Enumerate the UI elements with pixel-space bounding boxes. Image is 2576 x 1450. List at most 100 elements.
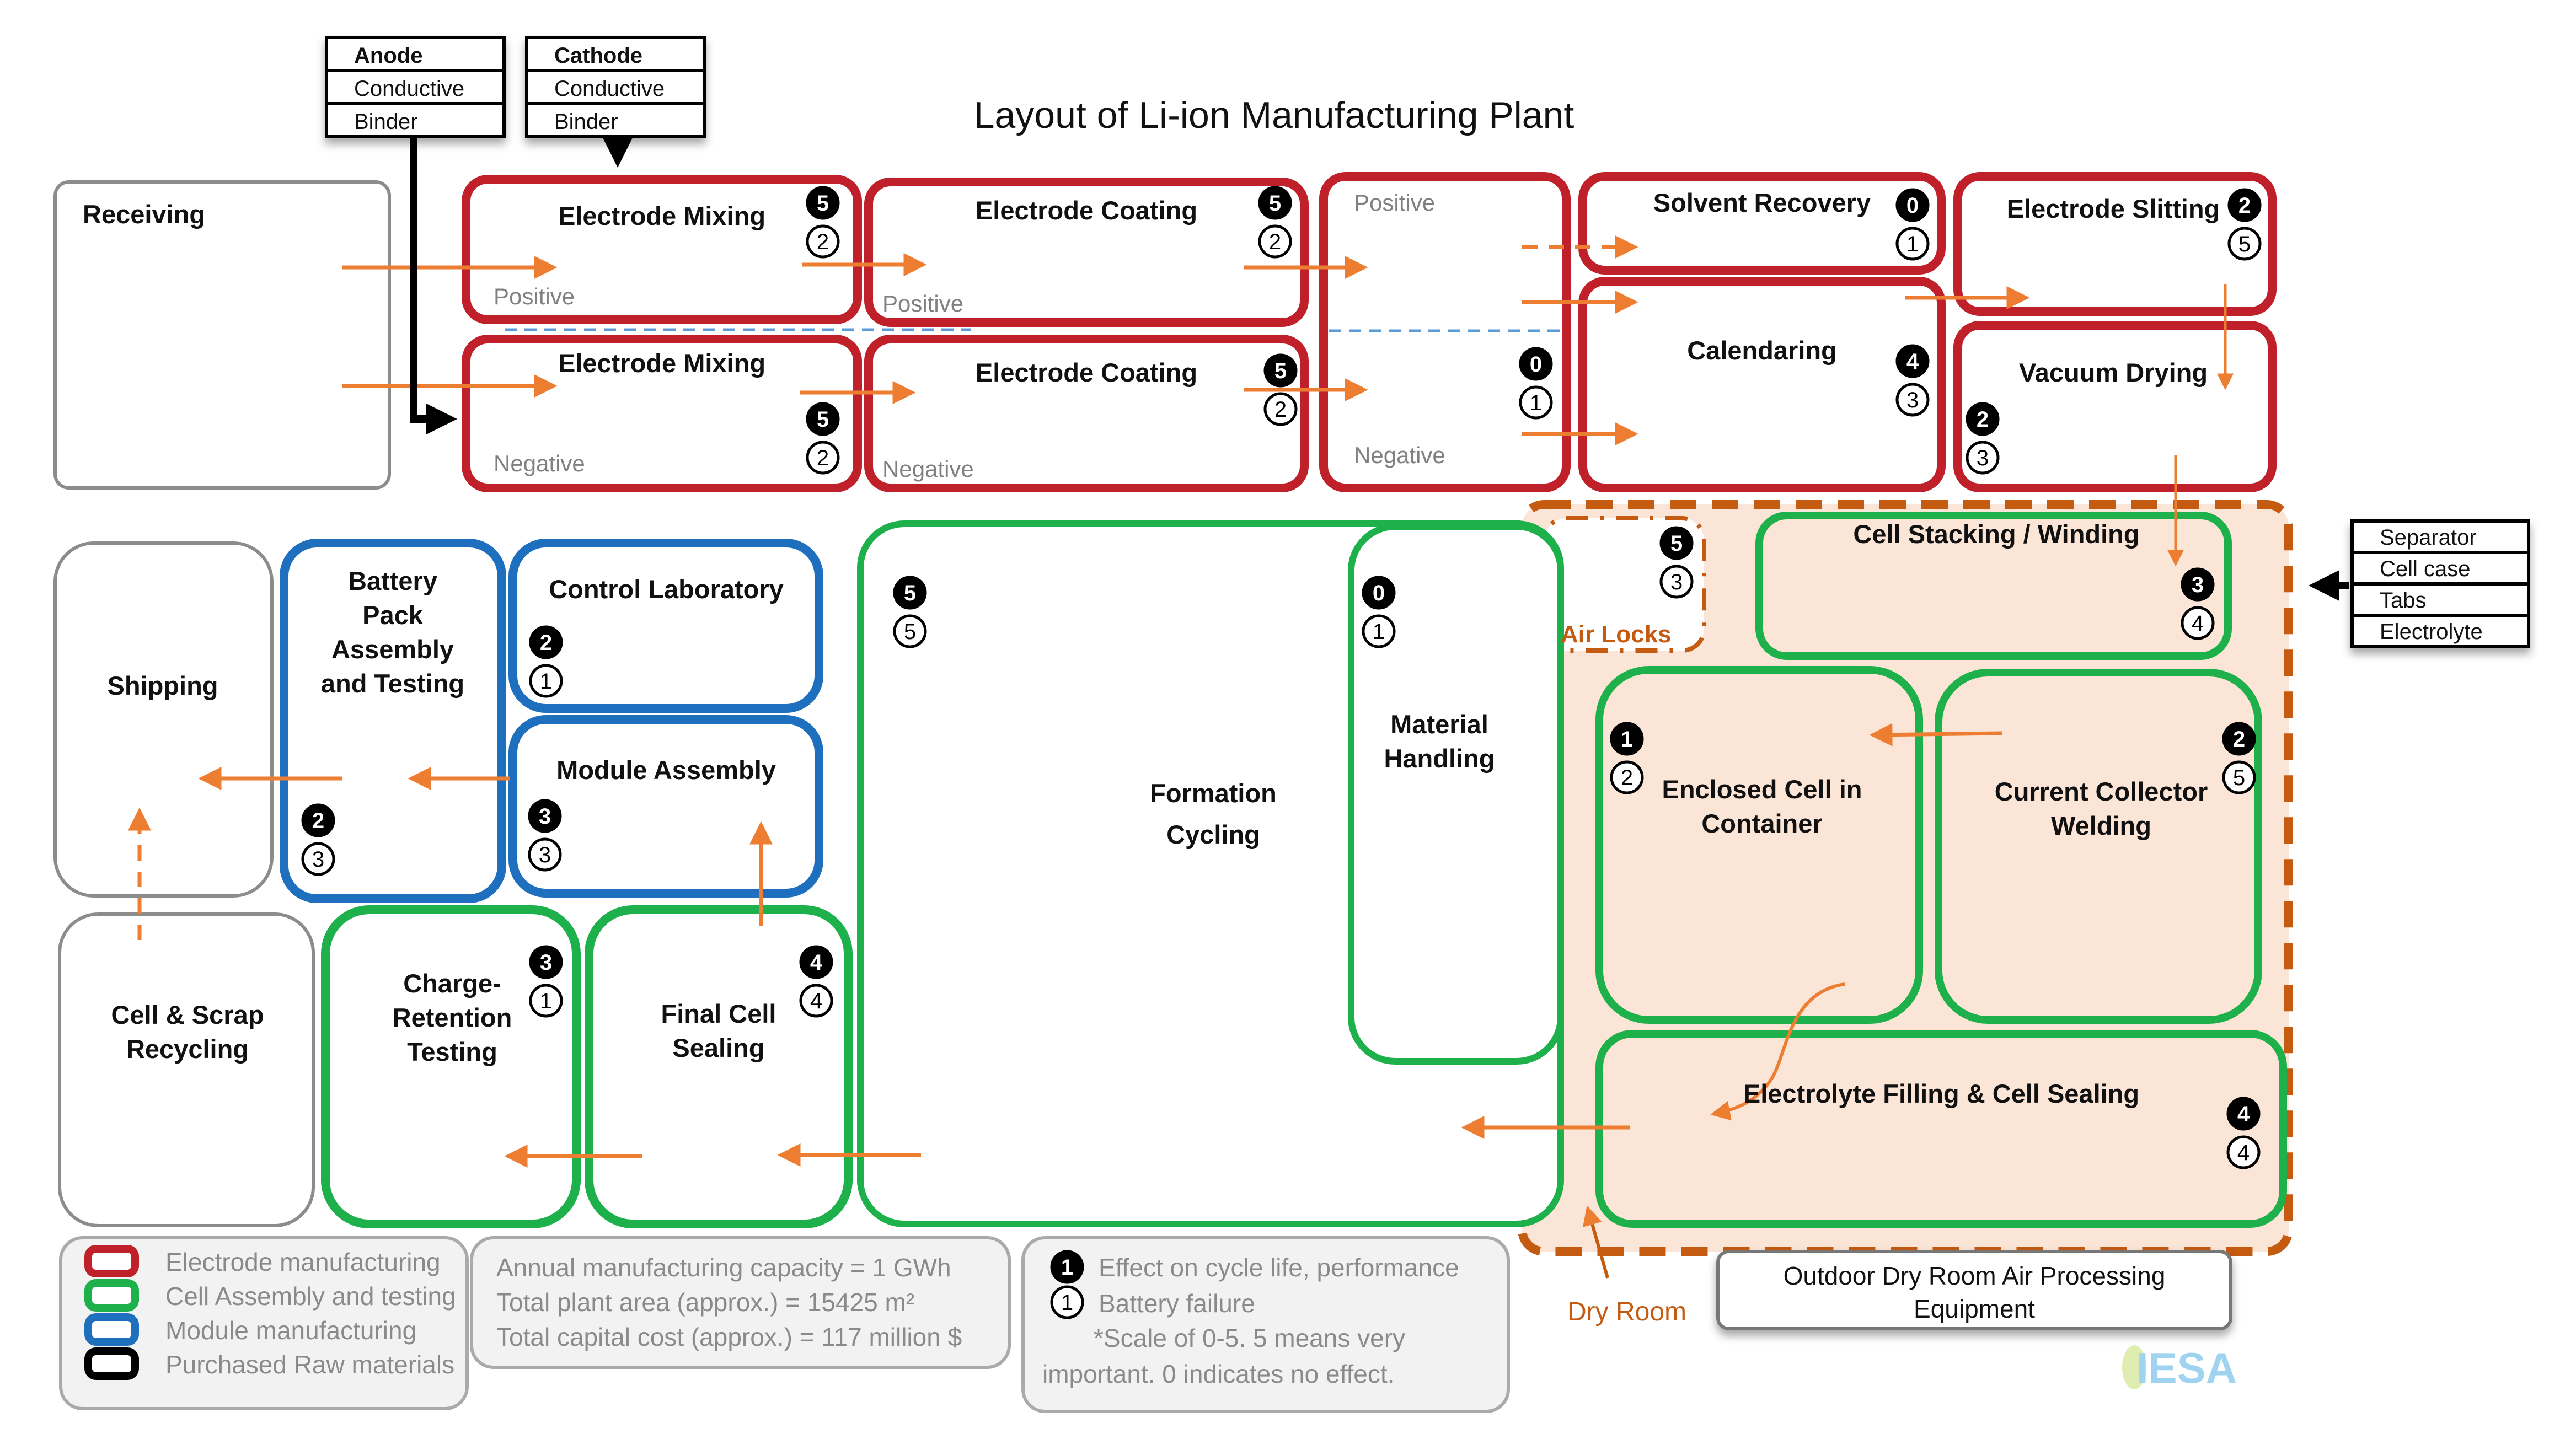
enclosed-cell-area [1595,666,1923,1024]
diagram-title: Layout of Li-ion Manufacturing Plant [974,94,1574,136]
formation-failure-badge: 5 [893,614,927,648]
charge-retention-title-line-2: Retention [393,1003,512,1032]
raw-anode-row-label: Binder [354,110,418,134]
mixing-negative-sub: Negative [494,450,585,476]
effect-score-value: 2 [1977,407,1989,432]
effect-score-value: 1 [1621,727,1633,751]
module-assembly-failure-badge: 3 [528,837,562,872]
raw-cathode-row-label: Cathode [554,44,642,68]
drying-unit-effect-badge: 0 [1519,347,1553,381]
final-sealing-failure-badge: 4 [799,984,833,1018]
effect-score-value: 0 [1530,352,1542,377]
failure-score-circle [1050,1285,1084,1319]
shipping-area [53,541,274,898]
enclosed-cell-title-line-2: Container [1701,809,1822,838]
calendaring-effect-badge: 4 [1895,344,1930,378]
electrolyte-filling-failure-badge: 4 [2226,1135,2261,1169]
stacking-title: Cell Stacking / Winding [1853,519,2139,549]
final-sealing-title-line-2: Sealing [672,1033,764,1062]
failure-score-value: 2 [1269,230,1281,254]
effect-score-circle [2227,188,2262,222]
mixing-negative-title: Electrode Mixing [558,348,765,378]
vacuum-drying-area [1953,321,2277,492]
control-lab-area [508,539,823,713]
legend-category-label: Cell Assembly and testing [165,1282,456,1311]
effect-score-value: 4 [1906,350,1919,374]
effect-score-circle [1519,347,1553,381]
recycling-title-line-2: Recycling [126,1034,249,1064]
raw-cathode-row-label: Binder [554,110,618,134]
failure-score-value: 3 [1977,446,1989,470]
failure-score-value: 5 [2233,766,2245,790]
failure-score-value: 3 [539,843,551,867]
mixing-positive-sub: Positive [494,283,575,309]
failure-score-value: 4 [810,989,822,1013]
charge-retention-title-line-3: Testing [407,1037,497,1066]
formation-title-line-2: Cycling [1166,820,1260,849]
legend-swatch-cell_assembly [84,1279,139,1312]
effect-score-circle [1895,344,1930,378]
raw-cell-parts-row [2350,614,2530,648]
solvent-recovery-failure-badge: 1 [1895,227,1930,261]
failure-score-circle [806,441,840,475]
recycling-title-line-1: Cell & Scrap [111,1000,264,1029]
calendaring-failure-badge: 3 [1895,383,1930,417]
calendaring-area [1578,277,1946,492]
effect-score-circle [529,625,563,659]
air-locks-effect-badge: 5 [1659,526,1694,560]
effect-score-value: 4 [2237,1102,2250,1126]
slitting-failure-badge: 5 [2227,227,2262,261]
material-handling-effect-badge: 0 [1362,576,1396,610]
failure-score-circle [529,984,563,1018]
failure-score-value: 2 [817,446,829,470]
mixing-positive-effect-badge: 5 [806,186,840,220]
module-assembly-title: Module Assembly [556,755,776,785]
failure-score-value: 1 [540,669,552,694]
effect-score-value: 4 [810,950,823,975]
legend-stat-3: Total capital cost (approx.) = 117 milli… [496,1323,962,1351]
legend-stat-1: Annual manufacturing capacity = 1 GWh [496,1253,951,1282]
effect-score-value: 5 [817,407,829,432]
effect-score-circle [2222,722,2256,756]
control-lab-effect-badge: 2 [529,625,563,659]
dry-room-pointer [1583,1205,1609,1279]
electrolyte-filling-title: Electrolyte Filling & Cell Sealing [1743,1079,2139,1108]
raw-anode [325,36,506,138]
coating-negative-effect-badge: 5 [1263,353,1298,388]
failure-score-circle [528,837,562,872]
control-lab-failure-badge: 1 [529,664,563,698]
module-assembly-area [508,715,823,898]
vacuum-drying-failure-badge: 3 [1966,441,2000,475]
material-handling-title-line-2: Handling [1384,744,1495,773]
raw-cathode [525,36,706,138]
mixing-negative-failure-badge: 2 [806,441,840,475]
failure-score-circle [893,614,927,648]
legend-scale-note-line-1: *Scale of 0-5. 5 means very [1094,1324,1405,1352]
failure-score-value: 3 [1906,388,1919,412]
legend-effect-badge: 1 [1050,1250,1084,1284]
effect-score-value: 5 [1670,531,1683,556]
raw-anode-arrow [410,138,457,434]
raw-cell-parts-row-label: Cell case [2380,557,2471,581]
electrode-slitting-area [1953,172,2277,316]
effect-score-circle [2226,1097,2261,1131]
pack-assembly-title-line-3: Assembly [331,635,454,664]
collector-welding-failure-badge: 5 [2222,760,2256,794]
raw-cell-parts-row-label: Separator [2380,525,2477,550]
pack-assembly-area [280,539,506,903]
electrolyte-filling-effect-badge: 4 [2226,1097,2261,1131]
flow-arrow [1869,723,2002,747]
effect-score-value: 3 [539,804,551,829]
collector-welding-title-line-1: Current Collector [1995,777,2208,806]
pack-assembly-effect-badge: 2 [301,803,335,837]
flow-arrow-curved [1710,982,1845,1121]
legend-category-label: Purchased Raw materials [165,1350,454,1379]
raw-cell-parts-row-label: Tabs [2380,588,2427,613]
failure-score-value: 2 [1621,766,1633,790]
legend-effect-label: Effect on cycle life, performance [1099,1253,1459,1282]
coating-positive-sub: Positive [882,291,963,316]
effect-score-circle [1263,353,1298,388]
outdoor-equipment-label-line-2: Equipment [1914,1295,2035,1323]
effect-score-value: 2 [2233,727,2245,751]
